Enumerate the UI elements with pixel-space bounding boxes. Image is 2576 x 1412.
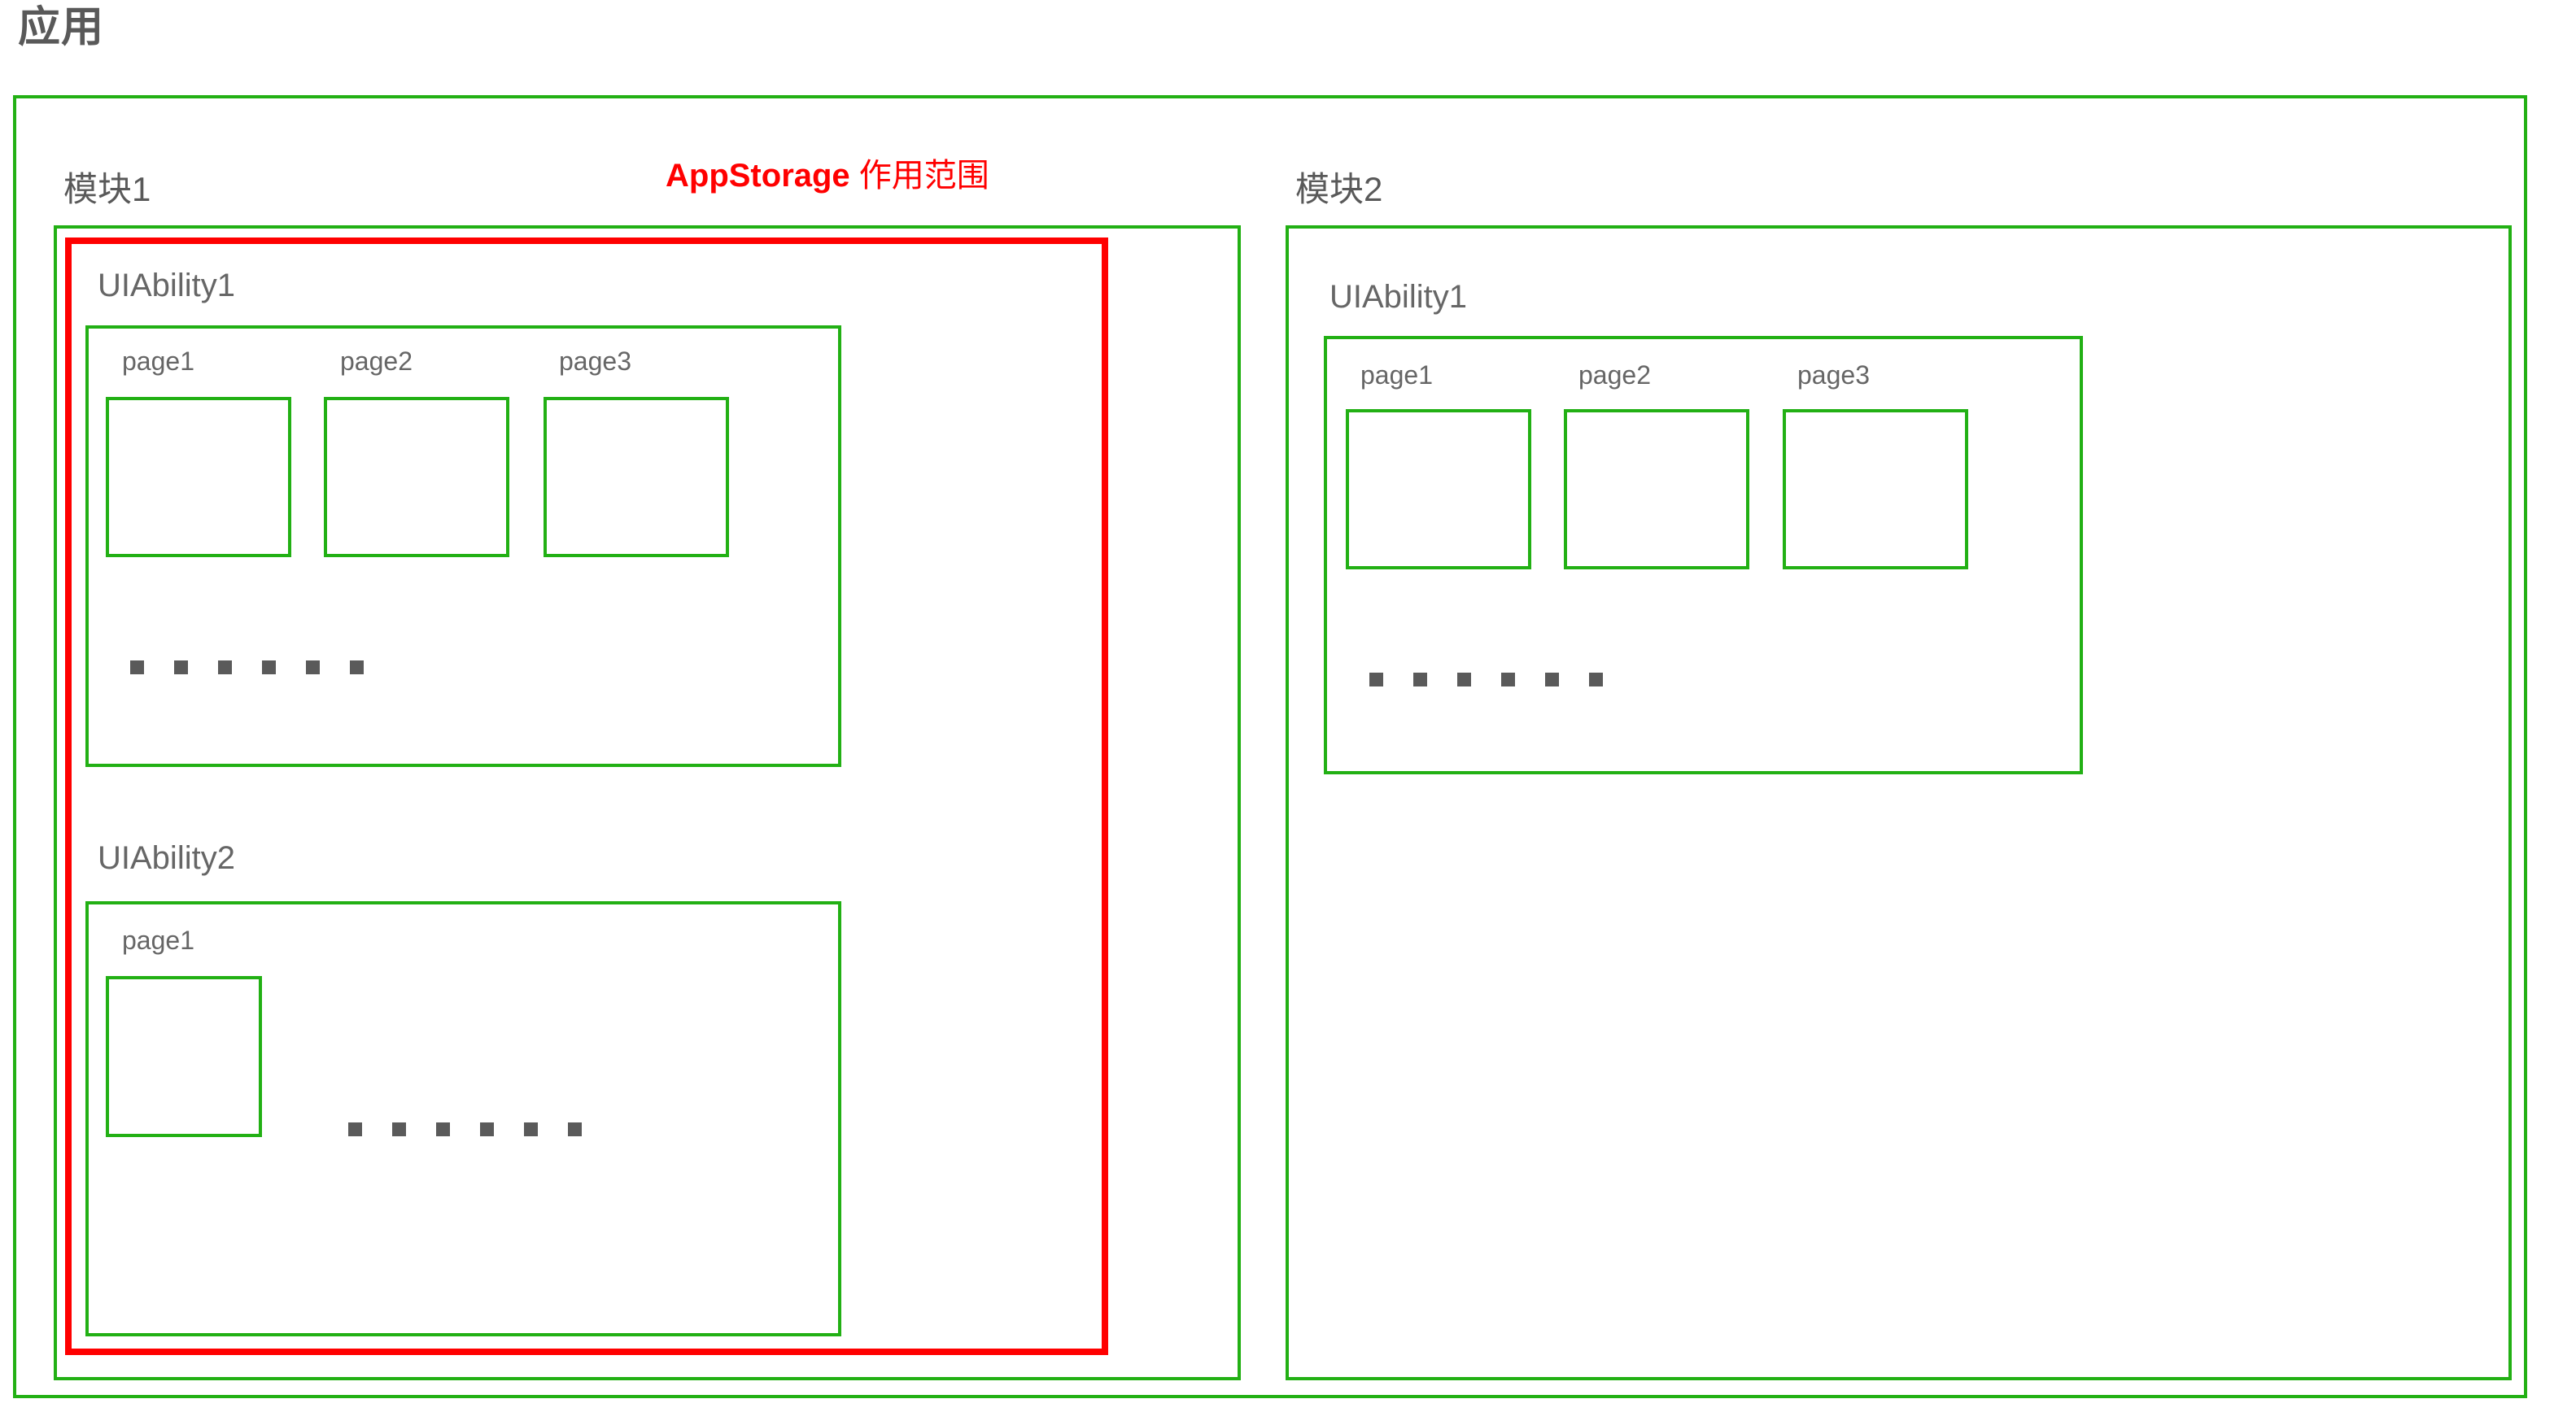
appstorage-scope-label-rest: 作用范围: [849, 158, 989, 194]
ellipsis-dot: [436, 1122, 450, 1136]
page-label-m1-a2-page1: page1: [122, 926, 194, 955]
ellipsis-dot: [392, 1122, 406, 1136]
ellipsis-dot: [1589, 673, 1603, 686]
ellipsis-dot: [130, 660, 144, 674]
page-box-m2-a1-page1: [1346, 409, 1531, 569]
ellipsis-dot: [568, 1122, 582, 1136]
page-title: 应用: [18, 4, 105, 51]
ellipsis-dot: [350, 660, 364, 674]
ellipsis-dot: [1545, 673, 1559, 686]
page-label-m1-a1-page2: page2: [340, 346, 413, 376]
page-box-m2-a1-page3: [1783, 409, 1968, 569]
page-box-m1-a2-page1: [106, 976, 262, 1137]
ability-label-m2-uiability1: UIAbility1: [1329, 279, 1467, 315]
ability-container-m1-uiability2: [85, 901, 841, 1336]
page-label-m1-a1-page1: page1: [122, 346, 194, 376]
page-label-m2-a1-page2: page2: [1578, 360, 1651, 390]
ellipsis-dots-m1-uiability2: [348, 1122, 582, 1136]
page-box-m1-a1-page1: [106, 397, 291, 557]
ability-label-m1-uiability2: UIAbility2: [98, 840, 235, 876]
appstorage-scope-box: [65, 238, 1108, 1355]
appstorage-scope-label: AppStorage 作用范围: [666, 159, 989, 192]
ellipsis-dot: [1369, 673, 1383, 686]
appstorage-scope-label-strong: AppStorage: [666, 158, 850, 194]
ellipsis-dot: [218, 660, 232, 674]
ellipsis-dot: [348, 1122, 362, 1136]
page-box-m1-a1-page3: [544, 397, 729, 557]
ellipsis-dot: [480, 1122, 494, 1136]
page-label-m1-a1-page3: page3: [559, 346, 631, 376]
ellipsis-dots-m2-uiability1: [1369, 673, 1603, 686]
ellipsis-dot: [1457, 673, 1471, 686]
module-label-1: 模块1: [63, 170, 151, 208]
ellipsis-dot: [174, 660, 188, 674]
ellipsis-dot: [262, 660, 276, 674]
ellipsis-dot: [524, 1122, 538, 1136]
application-container: [13, 95, 2527, 1398]
module-container-2: [1286, 225, 2512, 1380]
ellipsis-dot: [1501, 673, 1515, 686]
module-container-1: [54, 225, 1241, 1380]
ellipsis-dot: [1413, 673, 1427, 686]
module-label-2: 模块2: [1295, 170, 1383, 208]
ability-label-m1-uiability1: UIAbility1: [98, 268, 235, 303]
ellipsis-dots-m1-uiability1: [130, 660, 364, 674]
ability-container-m1-uiability1: [85, 325, 841, 767]
ability-container-m2-uiability1: [1324, 336, 2083, 774]
page-box-m2-a1-page2: [1564, 409, 1749, 569]
page-box-m1-a1-page2: [324, 397, 509, 557]
page-label-m2-a1-page3: page3: [1797, 360, 1870, 390]
ellipsis-dot: [306, 660, 320, 674]
page-label-m2-a1-page1: page1: [1360, 360, 1433, 390]
